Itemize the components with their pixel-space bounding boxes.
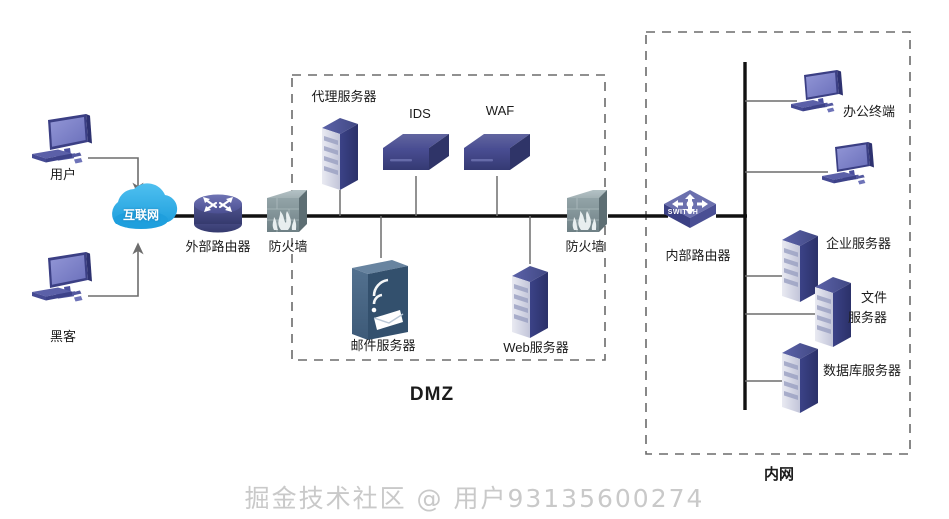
proxy-server-label: 代理服务器 <box>311 89 377 104</box>
web-server-icon <box>512 266 548 338</box>
mail-server-icon <box>352 260 408 340</box>
firewall-outer-icon <box>267 190 307 232</box>
dmz-drop-lines <box>339 176 531 264</box>
intranet-zone-boundary <box>645 31 911 455</box>
intranet-branch-lines <box>745 100 828 382</box>
internal-switch-icon <box>664 190 716 228</box>
internet-cloud-icon <box>112 183 178 229</box>
switch-badge-label: SWITCH <box>667 209 699 216</box>
file-server-icon <box>815 277 851 347</box>
backbone-trunk <box>168 62 747 410</box>
enterprise-server-label: 企业服务器 <box>826 236 892 251</box>
database-server-label: 数据库服务器 <box>823 363 902 378</box>
firewall-inner-label: 防火墙 <box>565 239 605 254</box>
file-server-label-line1: 文件 <box>861 290 888 305</box>
file-server-label-line2: 服务器 <box>848 310 888 325</box>
intranet-zone-label: 内网 <box>763 466 795 483</box>
ids-appliance-icon <box>383 134 449 170</box>
user-pc-icon <box>32 114 92 164</box>
mail-server-label: 邮件服务器 <box>350 338 416 353</box>
dmz-zone-label: DMZ <box>409 384 455 405</box>
external-router-icon <box>194 194 242 233</box>
firewall-inner-icon <box>567 190 607 232</box>
office-terminal-pc-1-icon <box>791 70 843 113</box>
ids-label: IDS <box>409 106 431 121</box>
web-server-label: Web服务器 <box>503 340 569 355</box>
waf-label: WAF <box>485 103 515 118</box>
waf-appliance-icon <box>464 134 530 170</box>
watermark-credit: 掘金技术社区 @ 用户93135600274 <box>244 484 705 513</box>
user-to-internet-link <box>88 157 144 195</box>
external-router-label: 外部路由器 <box>185 239 251 254</box>
user-label: 用户 <box>49 167 77 182</box>
proxy-server-icon <box>322 118 358 190</box>
office-terminal-pc-2-icon <box>822 142 874 185</box>
firewall-outer-label: 防火墙 <box>268 239 308 254</box>
hacker-label: 黑客 <box>49 329 77 344</box>
database-server-icon <box>782 343 818 413</box>
hacker-to-internet-link <box>88 242 144 297</box>
hacker-pc-icon <box>32 252 92 302</box>
internet-cloud-label: 互联网 <box>122 208 160 222</box>
office-terminal-label: 办公终端 <box>843 104 896 119</box>
enterprise-server-icon <box>782 230 818 302</box>
internal-router-label: 内部路由器 <box>665 248 731 263</box>
